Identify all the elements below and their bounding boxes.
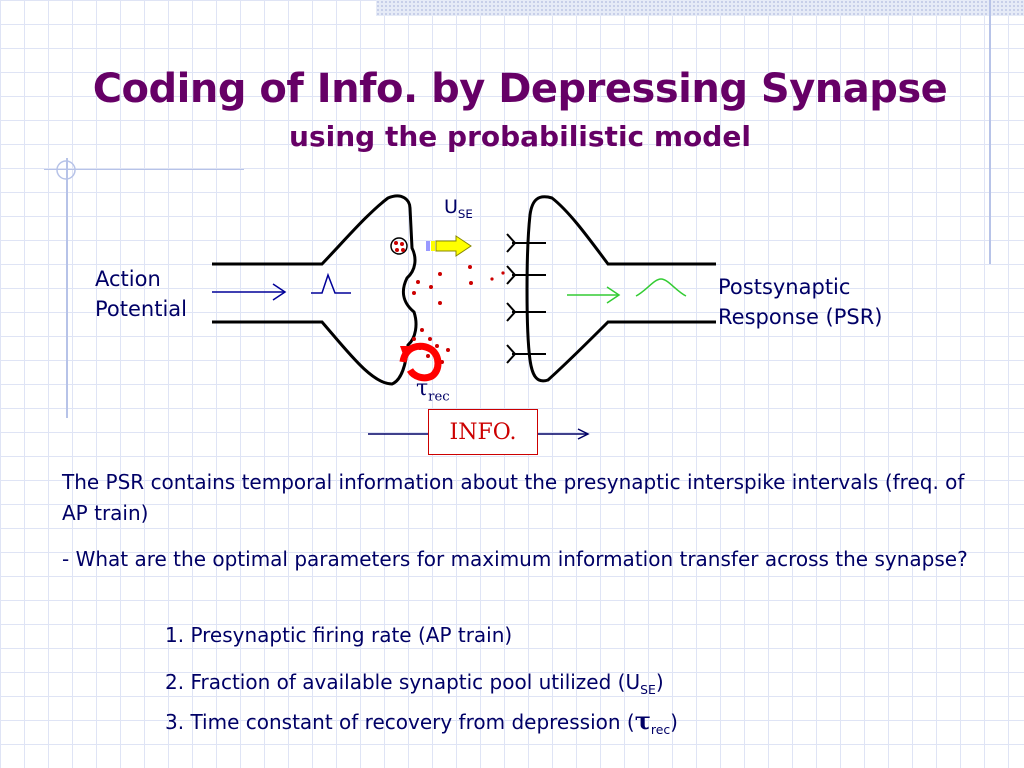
list-item-use: 2. Fraction of available synaptic pool u… — [165, 667, 664, 705]
postsynaptic-terminal — [525, 195, 716, 383]
output-arrow-icon — [567, 278, 687, 304]
tau-subscript: rec — [428, 389, 450, 405]
circle-ornament-icon — [56, 160, 76, 180]
recycle-arrow-icon — [399, 342, 442, 382]
item2-close: ) — [655, 670, 664, 694]
item2-text: 2. Fraction of available synaptic pool u… — [165, 670, 641, 694]
use-letter: U — [444, 196, 458, 218]
vesicle-pool — [390, 237, 408, 255]
use-subscript: SE — [457, 206, 473, 221]
paragraph-question: - What are the optimal parameters for ma… — [62, 547, 968, 571]
action-potential-line1: Action — [95, 267, 161, 291]
tau-symbol: τ — [416, 376, 429, 401]
slide-subtitle: using the probabilistic model — [289, 120, 751, 153]
info-box: INFO. — [428, 409, 538, 455]
action-potential-line2: Potential — [95, 297, 187, 321]
presynaptic-terminal — [212, 194, 418, 386]
info-flow-arrow-icon — [368, 428, 590, 440]
item2-subscript: SE — [640, 682, 656, 697]
input-arrow-icon — [212, 272, 351, 301]
item3-subscript: rec — [650, 722, 671, 737]
item3-text: 3. Time constant of recovery from depres… — [165, 710, 635, 734]
psr-line1: Postsynaptic — [718, 275, 851, 299]
receptors — [506, 233, 546, 364]
item3-tau-symbol: τ — [634, 706, 651, 735]
paragraph-psr: The PSR contains temporal information ab… — [62, 470, 965, 525]
use-label: USE — [444, 196, 473, 221]
synapse-diagram — [212, 194, 716, 440]
release-arrow-icon — [426, 235, 472, 257]
psr-label: Postsynaptic Response (PSR) — [718, 272, 883, 332]
top-decorative-band — [376, 0, 1024, 16]
item3-close: ) — [670, 710, 678, 734]
action-potential-label: Action Potential — [95, 264, 187, 324]
list-item-firing-rate: 1. Presynaptic firing rate (AP train) — [165, 623, 513, 647]
tau-rec-label: τrec — [416, 376, 450, 404]
right-decorative-line — [989, 0, 991, 264]
psr-line2: Response (PSR) — [718, 305, 883, 329]
list-item-tau-rec: 3. Time constant of recovery from depres… — [165, 705, 678, 745]
title-underline — [44, 169, 244, 170]
left-decorative-line — [66, 158, 68, 418]
slide-title: Coding of Info. by Depressing Synapse — [92, 66, 948, 112]
